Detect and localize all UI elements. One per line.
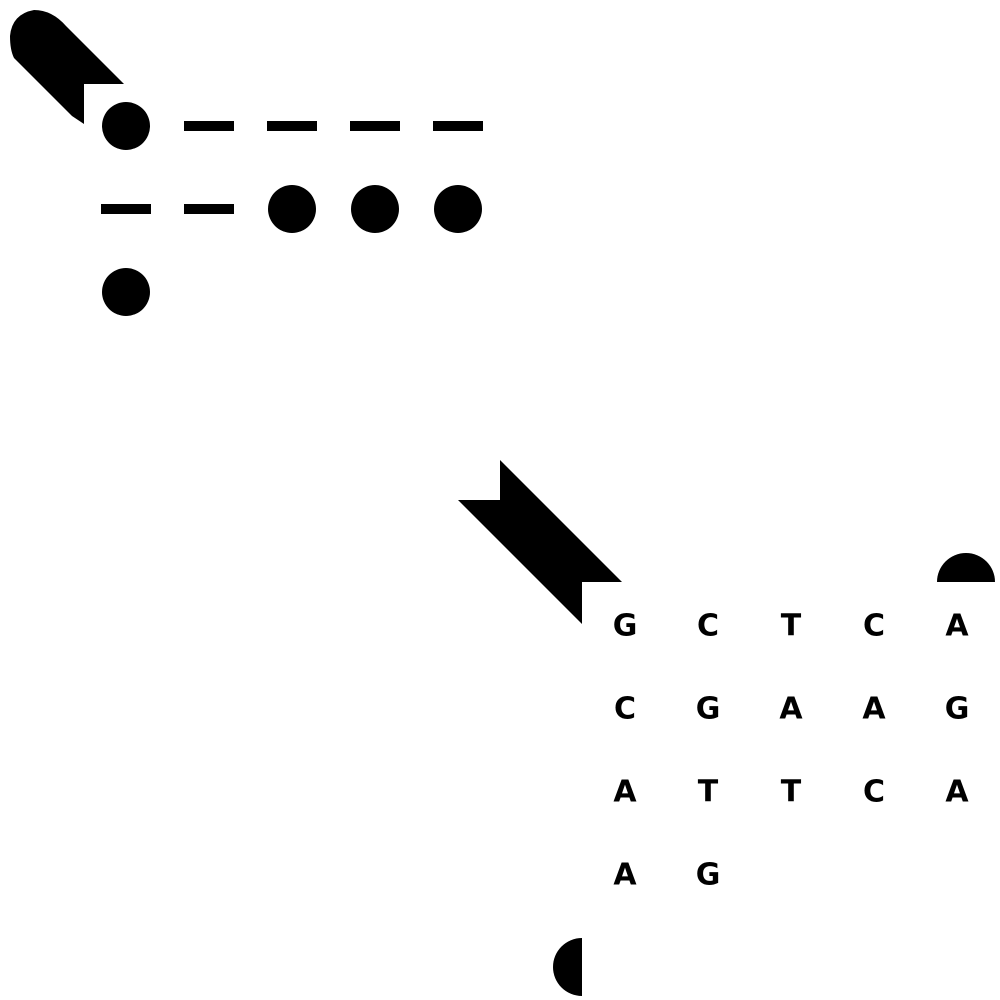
morse-dot [351,185,399,233]
bookmark-ribbon-icon [458,460,622,624]
sequence-letter: T [781,609,802,644]
morse-dash [350,121,400,131]
sequence-letter: A [779,692,803,727]
sequence-letter: G [696,858,721,893]
sequence-letter: T [781,775,802,810]
morse-dash [433,121,483,131]
sequence-letter: G [696,692,721,727]
morse-dot [434,185,482,233]
morse-dash [184,121,234,131]
sequence-letter: A [613,775,637,810]
morse-panel [10,10,483,316]
morse-dash [267,121,317,131]
sequence-panel: G C T C A C G A A G A T T C A A G [458,460,995,996]
sequence-letter: G [613,609,638,644]
morse-dash [101,204,151,214]
morse-dot [102,102,150,150]
morse-symbols [101,102,483,316]
sequence-letter: A [945,775,969,810]
morse-dot [102,268,150,316]
sequence-letter: A [945,609,969,644]
ribbon-tab-icon [10,10,124,124]
sequence-letter: C [863,609,885,644]
half-circle-left-icon [553,938,582,996]
sequence-letter: C [614,692,636,727]
sequence-letter: T [698,775,719,810]
sequence-letter: A [613,858,637,893]
sequence-letter: G [945,692,970,727]
sequence-grid: G C T C A C G A A G A T T C A A G [613,609,970,893]
morse-dot [268,185,316,233]
half-circle-top-icon [937,553,995,582]
morse-dash [184,204,234,214]
sequence-letter: C [863,775,885,810]
sequence-letter: C [697,609,719,644]
sequence-letter: A [862,692,886,727]
